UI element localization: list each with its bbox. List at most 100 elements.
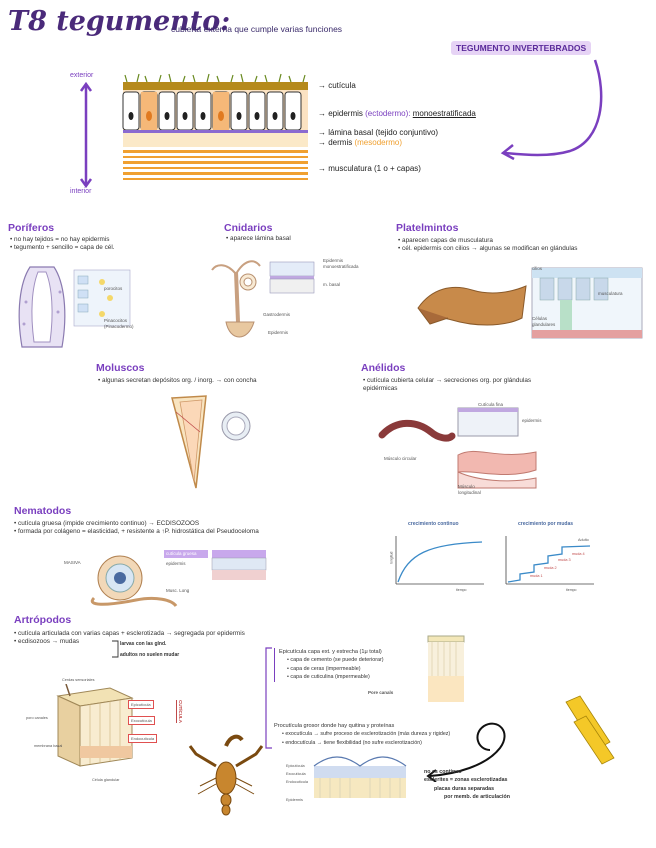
nematodos-bullet: formada por colágeno = elasticidad, + re…	[14, 528, 374, 536]
cnidarios-label-mbasal: m. basal	[323, 282, 341, 287]
flex-note-line: por memb. de articulación	[444, 794, 510, 801]
poriferos-label-porocitos: porocitos	[104, 286, 123, 291]
section-title-cnidarios: Cnidarios	[224, 222, 273, 234]
joint-membrane-illustration	[313, 756, 407, 798]
layer-epidermis: → epidermis (ectodermo): monoestratifica…	[318, 110, 476, 118]
growth-molt-chart	[505, 536, 594, 585]
section-title-anelidos: Anélidos	[361, 362, 406, 374]
mudas-branch-2: adultos no suelen mudar	[120, 652, 180, 658]
platelmintos-bullets: aparecen capas de musculatura cél. epide…	[398, 237, 648, 254]
mollusc-shell-illustration	[171, 395, 207, 489]
anelidos-label-cuticula: Cutícula fina	[478, 402, 504, 407]
exterior-label: exterior	[70, 72, 94, 79]
growth-continuous-chart	[395, 536, 484, 585]
arthro-label-membrana: membrana basal	[34, 744, 63, 748]
flex-note-line: no es contínuo	[424, 769, 462, 775]
nematodos-label-cuticula: cutícula gruesa	[166, 551, 197, 556]
moluscos-bullet: algunas secretan depósitos org. / inorg.…	[98, 377, 348, 385]
molt-label-3: muda 3	[558, 558, 571, 562]
nematodos-label-musc: Musc. Long	[166, 588, 190, 593]
growth-continuous-ylabel: longitud	[389, 551, 394, 564]
nematodos-label-masiva: MASIVA	[64, 560, 81, 565]
epicuticula-block: Epicutícula capa ext. y estrecha (1μ tot…	[274, 648, 429, 682]
platelmintos-label-glandulares: Células glandulares	[532, 316, 556, 327]
epicuticula-item: capa de ceras (impermeable)	[287, 665, 429, 673]
molt-label-4: muda 4	[572, 552, 585, 556]
invertebrados-tag-label: TEGUMENTO INVERTEBRADOS	[456, 43, 587, 53]
procuticula-title-text: Procutícula grosor donde hay quitina y p…	[274, 723, 395, 729]
planaria-epidermis-illustration	[531, 267, 643, 339]
sponge-wall-illustration	[73, 269, 131, 327]
sponge-illustration	[18, 266, 66, 348]
arthropod-cuticle-column	[427, 635, 465, 702]
epicuticula-item: capa de cuticulina (impermeable)	[287, 673, 429, 681]
cnidarios-label-gastrodermis: Gastrodermis	[263, 312, 291, 317]
curly-arrow-icon	[426, 722, 506, 782]
mudas-brace-icon	[112, 640, 119, 658]
joint-label-epicuticula: Epicutícula	[286, 764, 305, 768]
platelmintos-label-cilios: cilios	[532, 266, 543, 271]
procuticula-title: Procutícula grosor donde hay quitina y p…	[274, 722, 524, 730]
layer-epidermis-extra: (ectodermo):	[365, 109, 411, 118]
annelid-cuticle-illustration	[457, 407, 537, 489]
mudas-branch-1: larvas con las glnd.	[120, 641, 167, 647]
nematode-cross-section-illustration	[90, 555, 178, 608]
layer-dermis: → dermis (mesodermo)	[318, 139, 402, 147]
epicuticula-items: capa de cemento (se puede deteriorar) ca…	[279, 656, 429, 681]
section-title-poriferos: Poríferos	[8, 222, 55, 234]
poriferos-bullet: no hay tejidos = no hay epidermis	[10, 236, 210, 244]
layer-cuticula: → cutícula	[318, 82, 356, 90]
artropodos-bullets: cutícula articulada con varias capas + e…	[14, 630, 384, 647]
artropodos-bullet: cutícula articulada con varias capas + e…	[14, 630, 384, 638]
invertebrados-tag: TEGUMENTO INVERTEBRADOS	[451, 41, 592, 55]
cnidarios-bullet: aparece lámina basal	[226, 235, 376, 243]
anelidos-label-circular: Músculo circular	[384, 456, 417, 461]
flex-note-line: esclerites = zonas esclerotizadas	[424, 777, 508, 784]
poriferos-bullets: no hay tejidos = no hay epidermis tegume…	[10, 236, 210, 253]
growth-molt-title: crecimiento por mudas	[518, 521, 574, 527]
nematodos-label-epidermis: epidermis	[166, 561, 186, 566]
joint-label-epidermis: Epidermis	[286, 798, 303, 802]
section-title-artropodos: Artrópodos	[14, 614, 72, 626]
procuticula-block: Procutícula grosor donde hay quitina y p…	[274, 722, 524, 747]
arthropod-integument-block	[56, 684, 134, 767]
scorpion-illustration	[188, 734, 264, 816]
joint-label-endocuticula: Endocutícula	[286, 780, 308, 784]
layer-cuticula-label: → cutícula	[318, 81, 356, 90]
cnidarios-bullets: aparece lámina basal	[226, 235, 376, 243]
layer-lamina-basal: → lámina basal (tejido conjuntivo)	[318, 129, 438, 137]
cnidarios-label-epidermis: Epidermis monoestratificada	[323, 258, 359, 269]
platelmintos-bullet: cél. epidermis con cilios → algunas se m…	[398, 245, 648, 253]
section-title-moluscos: Moluscos	[96, 362, 145, 374]
flatworm-illustration	[417, 285, 527, 326]
layer-epidermis-label: → epidermis	[318, 109, 363, 118]
molt-label-2: muda 2	[544, 566, 557, 570]
page-subtitle: cubierta externa que cumple varias funci…	[171, 24, 343, 34]
layer-dermis-label: → dermis	[318, 138, 353, 147]
exterior-interior-arrow-icon	[79, 82, 93, 188]
poriferos-label-pinacocitos: Pinacocitos (Pinacodermo)	[104, 318, 134, 329]
tegument-layers-diagram	[122, 73, 308, 180]
arthro-red-label: Exocutícula	[128, 716, 155, 725]
growth-continuous-xlabel: tiempo	[456, 588, 467, 592]
epicuticula-title-text: Epicutícula capa ext. y estrecha (1μ tot…	[279, 649, 382, 655]
moluscos-bullets: algunas secretan depósitos org. / inorg.…	[98, 377, 348, 385]
growth-molt-xlabel: tiempo	[566, 588, 577, 592]
layer-musculatura: → musculatura (1 o + capas)	[318, 165, 421, 173]
nematodos-bullets: cutícula gruesa (impide crecimiento cont…	[14, 520, 374, 537]
molt-label-adulto: Adulto	[578, 538, 589, 542]
shell-cross-section-icon	[221, 411, 251, 441]
epicuticula-title: Epicutícula capa ext. y estrecha (1μ tot…	[279, 648, 429, 656]
procuticula-item: exocutícula → sufre proceso de escleroti…	[282, 730, 524, 738]
flex-note-line: placas duras separadas	[434, 785, 495, 792]
molt-label-1: muda 1	[530, 574, 543, 578]
cnidarios-label-epidermis2: Epidermis	[268, 330, 289, 335]
epicuticula-item: capa de cemento (se puede deteriorar)	[287, 656, 429, 664]
poriferos-bullet: tegumento + sencillo = capa de cél.	[10, 244, 210, 252]
arthro-label-cerdas: Cerdas sensoriales	[62, 678, 95, 682]
layer-dermis-extra: (mesodermo)	[354, 138, 403, 147]
pore-canals-label: Pore canals	[368, 690, 394, 695]
epicuticula-bracket-icon	[265, 647, 272, 749]
page-title: T8 tegumento:	[8, 6, 231, 37]
curved-arrow-icon	[500, 59, 603, 161]
